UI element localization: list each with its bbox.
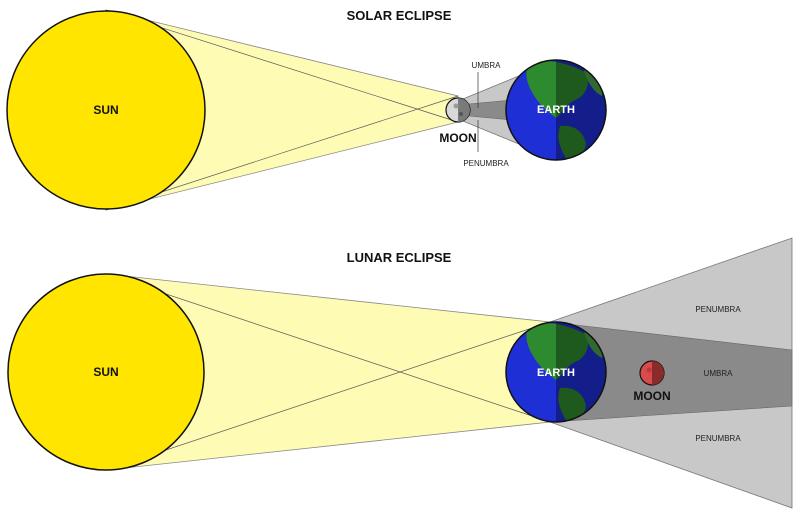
solar-earth-label: EARTH	[537, 104, 575, 116]
lunar-eclipse-panel: SUN EARTH MOON PENUMBRA UMBRA PENUMBRA L…	[7, 237, 793, 509]
solar-umbra-label: UMBRA	[472, 61, 502, 70]
lunar-cross-line	[105, 321, 551, 471]
solar-cross-line	[105, 95, 459, 211]
lunar-moon	[639, 360, 665, 386]
lunar-moon-label: MOON	[633, 389, 670, 403]
lunar-umbra-label: UMBRA	[704, 369, 734, 378]
solar-sun	[6, 10, 206, 210]
lunar-sun-label: SUN	[93, 365, 118, 379]
solar-penumbra-label: PENUMBRA	[463, 159, 509, 168]
solar-moon-label: MOON	[439, 131, 476, 145]
lunar-penumbra-top-label: PENUMBRA	[695, 305, 741, 314]
lunar-cross-line	[105, 273, 551, 423]
lunar-penumbra-bottom-label: PENUMBRA	[695, 434, 741, 443]
solar-moon	[445, 97, 471, 123]
solar-eclipse-panel: SUN EARTH MOON UMBRA PENUMBRA SOLAR ECL	[6, 8, 607, 211]
lunar-eclipse-title: LUNAR ECLIPSE	[347, 250, 452, 265]
lunar-earth-label: EARTH	[537, 367, 575, 379]
solar-cross-line	[105, 9, 459, 123]
solar-eclipse-title: SOLAR ECLIPSE	[347, 8, 452, 23]
solar-sun-label: SUN	[93, 103, 118, 117]
lunar-sun	[7, 273, 205, 471]
